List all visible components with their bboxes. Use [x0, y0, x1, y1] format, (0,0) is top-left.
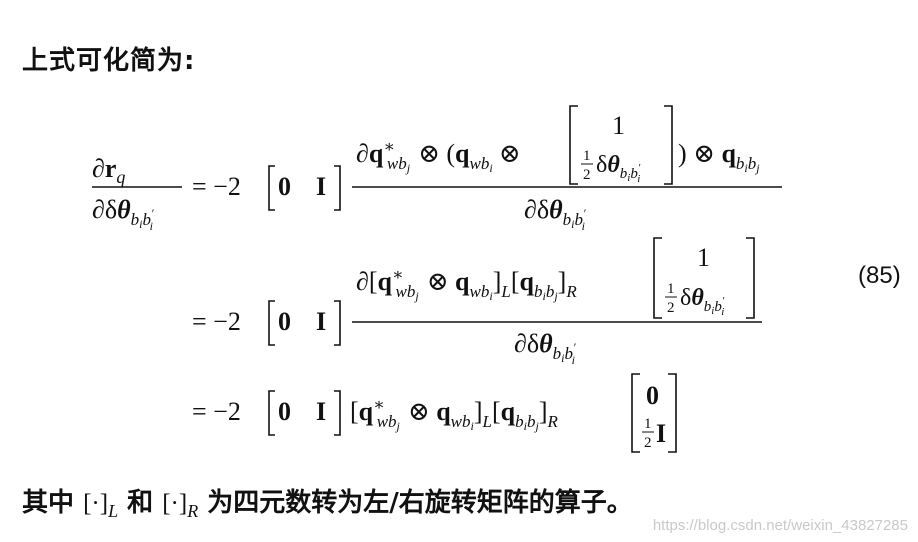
- footer-part-2: 和: [127, 488, 154, 518]
- svg-text:1: 1: [612, 111, 625, 140]
- equation-line-2: = −2 0 I ∂[q∗wbj⊗ qwbi]L[qbibj]R 1 1 2 δ…: [192, 237, 762, 367]
- svg-text:0: 0: [278, 397, 291, 426]
- footer-text: 其中 [·]L 和 [·]R 为四元数转为左/右旋转矩阵的算子。: [22, 482, 633, 522]
- footer-part-3: 为四元数转为左/右旋转矩阵的算子。: [207, 488, 633, 518]
- svg-text:0: 0: [646, 381, 659, 410]
- svg-text:I: I: [316, 397, 326, 426]
- svg-text:δθbib′i: δθbib′i: [596, 152, 641, 185]
- equation-number: (85): [858, 262, 901, 289]
- identity-block: I: [316, 172, 326, 201]
- svg-text:= −2: = −2: [192, 397, 241, 426]
- svg-text:1: 1: [583, 148, 591, 164]
- watermark: https://blog.csdn.net/weixin_43827285: [652, 517, 908, 534]
- equation-line-1: = −2 0 I ∂q∗wbj⊗ (qwbi⊗ 1 1 2 δθbib′i ) …: [192, 105, 782, 233]
- svg-text:[q∗wbj⊗ qwbi]L[qbibj]R: [q∗wbj⊗ qwbi]L[qbibj]R: [350, 395, 558, 433]
- svg-text:= −2: = −2: [192, 307, 241, 336]
- coefficient: = −2: [192, 172, 241, 201]
- left-operator: [·]L: [83, 490, 119, 521]
- svg-text:I: I: [316, 307, 326, 336]
- svg-text:δθbib′i: δθbib′i: [680, 285, 725, 318]
- svg-text:1: 1: [697, 243, 710, 272]
- intro-text: 上式可化简为:: [22, 46, 196, 76]
- svg-text:I: I: [656, 419, 666, 448]
- svg-text:1: 1: [667, 281, 675, 297]
- right-operator: [·]R: [162, 490, 199, 521]
- svg-text:) ⊗ qbibj: ) ⊗ qbibj: [678, 139, 760, 175]
- footer-part-1: 其中: [22, 488, 75, 518]
- svg-text:∂rq: ∂rq: [92, 154, 125, 187]
- svg-text:∂δθbib′i: ∂δθbib′i: [524, 195, 586, 233]
- svg-text:1: 1: [644, 416, 652, 432]
- svg-text:2: 2: [644, 435, 652, 451]
- svg-text:2: 2: [667, 300, 675, 316]
- svg-text:0: 0: [278, 307, 291, 336]
- equation-line-3: = −2 0 I [q∗wbj⊗ qwbi]L[qbibj]R 0 1 2 I: [192, 373, 677, 453]
- svg-text:∂q∗wbj⊗ (qwbi⊗: ∂q∗wbj⊗ (qwbi⊗: [356, 137, 520, 175]
- lhs-fraction: ∂rq ∂δθbib′i: [92, 154, 182, 233]
- zero-block: 0: [278, 172, 291, 201]
- svg-text:∂δθbib′i: ∂δθbib′i: [514, 329, 576, 367]
- svg-text:∂δθbib′i: ∂δθbib′i: [92, 195, 154, 233]
- svg-text:2: 2: [583, 167, 591, 183]
- svg-text:∂[q∗wbj⊗ qwbi]L[qbibj]R: ∂[q∗wbj⊗ qwbi]L[qbibj]R: [356, 265, 577, 303]
